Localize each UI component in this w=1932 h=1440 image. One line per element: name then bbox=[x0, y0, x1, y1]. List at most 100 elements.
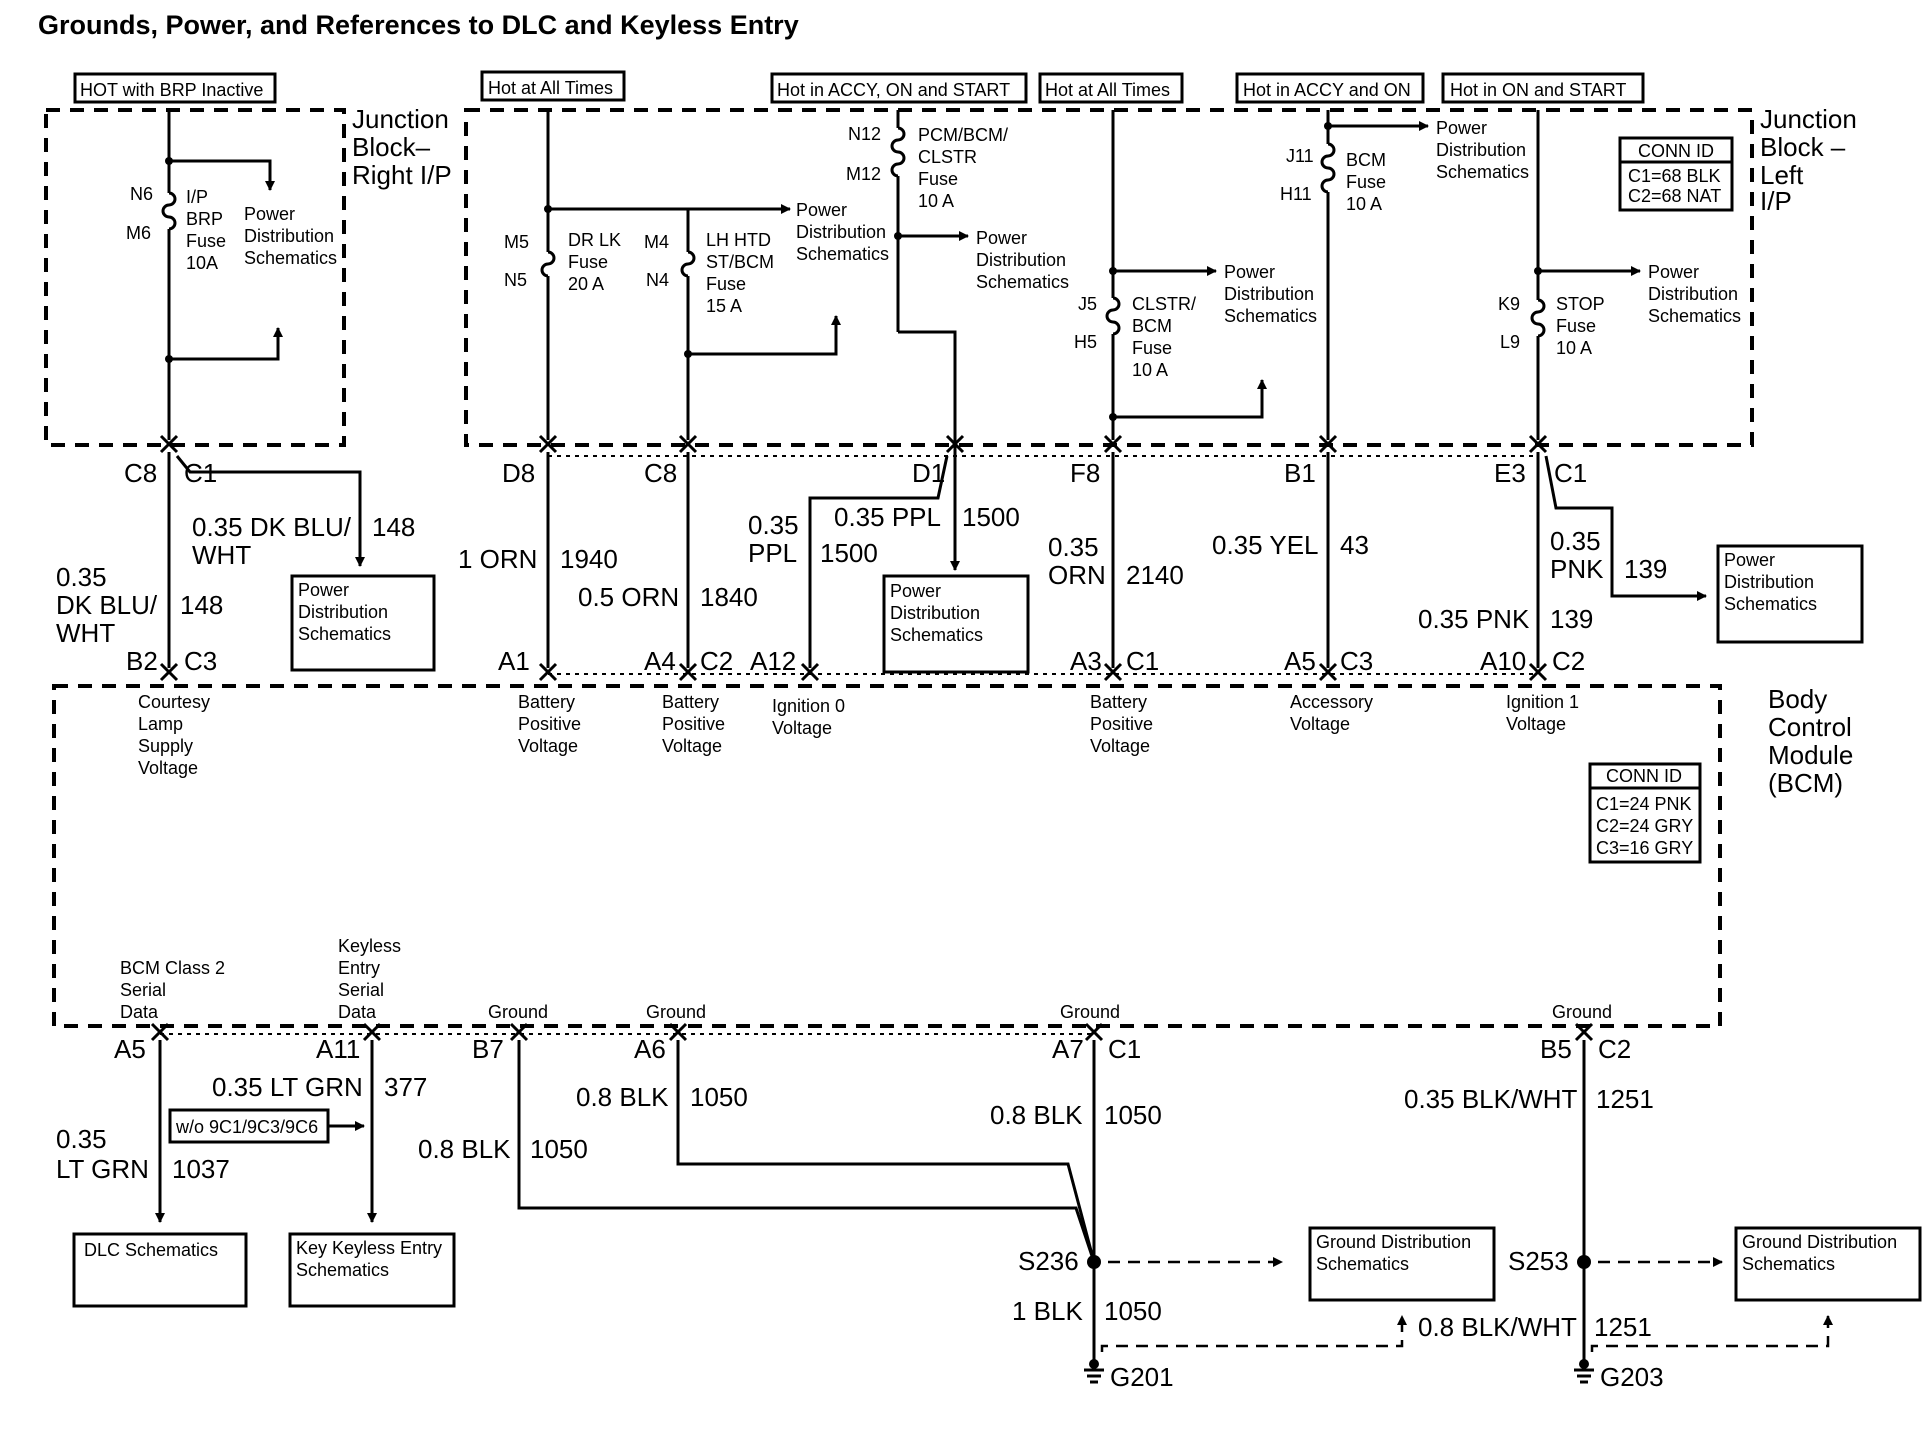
ref-keyless: Key Keyless Entry Schematics bbox=[288, 1232, 456, 1308]
circuit-lh-htd: M4 N4 LH HTD ST/BCM Fuse 15 A Power Dist… bbox=[644, 200, 889, 440]
svg-text:C3: C3 bbox=[184, 646, 217, 676]
svg-text:Distribution: Distribution bbox=[890, 603, 980, 623]
svg-text:M5: M5 bbox=[504, 232, 529, 252]
svg-text:C2=24 GRY: C2=24 GRY bbox=[1596, 816, 1693, 836]
svg-text:M4: M4 bbox=[644, 232, 669, 252]
circuit-bcm-fuse: J11 H11 BCM Fuse 10 A Power Distribution… bbox=[1280, 110, 1529, 440]
bcm-chevrons-top bbox=[159, 662, 1548, 682]
svg-text:Ground Distribution: Ground Distribution bbox=[1742, 1232, 1897, 1252]
splice-s253: S253 0.8 BLK/WHT 1251 bbox=[1418, 1246, 1833, 1362]
svg-text:0.8 BLK: 0.8 BLK bbox=[418, 1134, 511, 1164]
wire-1050-b7: 0.8 BLK 1050 bbox=[418, 1040, 1096, 1263]
bcm-input-ignition-1: Ignition 1 Voltage bbox=[1506, 692, 1579, 734]
ground-g201: G201 bbox=[1084, 1359, 1174, 1392]
svg-text:10 A: 10 A bbox=[918, 191, 954, 211]
svg-text:Key Keyless Entry: Key Keyless Entry bbox=[296, 1238, 442, 1258]
bcm-input-battery-a3: Battery Positive Voltage bbox=[1090, 692, 1153, 756]
svg-text:B7: B7 bbox=[472, 1034, 504, 1064]
svg-text:Module: Module bbox=[1768, 740, 1853, 770]
svg-text:43: 43 bbox=[1340, 530, 1369, 560]
svg-text:Hot at All Times: Hot at All Times bbox=[1045, 80, 1170, 100]
junction-block-right-outline bbox=[44, 108, 346, 447]
svg-text:Distribution: Distribution bbox=[298, 602, 388, 622]
svg-text:Block –: Block – bbox=[1760, 132, 1846, 162]
svg-text:N5: N5 bbox=[504, 270, 527, 290]
svg-text:H11: H11 bbox=[1280, 184, 1312, 204]
svg-text:Entry: Entry bbox=[338, 958, 380, 978]
junction-pin-labels: C8 C1 D8 C8 D1 F8 B1 E3 C1 bbox=[124, 458, 1587, 488]
bcm-chevrons-bottom bbox=[150, 1022, 1594, 1042]
svg-text:Power: Power bbox=[1224, 262, 1275, 282]
svg-text:2140: 2140 bbox=[1126, 560, 1184, 590]
svg-text:Ground: Ground bbox=[1060, 1002, 1120, 1022]
svg-text:A5: A5 bbox=[1284, 646, 1316, 676]
svg-text:BCM: BCM bbox=[1132, 316, 1172, 336]
svg-text:A1: A1 bbox=[498, 646, 530, 676]
svg-text:Power: Power bbox=[244, 204, 295, 224]
circuit-clstr-bcm: J5 H5 CLSTR/ BCM Fuse 10 A Power Distrib… bbox=[1074, 110, 1317, 440]
bcm-output-keyless: Keyless Entry Serial Data bbox=[338, 936, 401, 1022]
svg-text:Battery: Battery bbox=[1090, 692, 1147, 712]
svg-text:HOT with BRP Inactive: HOT with BRP Inactive bbox=[80, 80, 263, 100]
svg-text:J11: J11 bbox=[1286, 146, 1314, 166]
svg-text:Schematics: Schematics bbox=[244, 248, 337, 268]
svg-text:C1: C1 bbox=[1126, 646, 1159, 676]
header-hot-all-2: Hot at All Times bbox=[1038, 72, 1184, 104]
svg-text:Schematics: Schematics bbox=[1224, 306, 1317, 326]
svg-text:1940: 1940 bbox=[560, 544, 618, 574]
svg-text:Data: Data bbox=[338, 1002, 377, 1022]
svg-text:Power: Power bbox=[976, 228, 1027, 248]
bcm-input-accessory: Accessory Voltage bbox=[1290, 692, 1373, 734]
svg-text:1037: 1037 bbox=[172, 1154, 230, 1184]
header-brp: HOT with BRP Inactive bbox=[73, 72, 277, 104]
svg-text:0.35: 0.35 bbox=[1048, 532, 1099, 562]
bcm-bottom-pin-labels: A5 A11 B7 A6 A7 C1 B5 C2 bbox=[114, 1034, 1631, 1064]
svg-text:LH HTD: LH HTD bbox=[706, 230, 771, 250]
svg-text:Schematics: Schematics bbox=[890, 625, 983, 645]
svg-text:148: 148 bbox=[372, 512, 415, 542]
svg-text:N6: N6 bbox=[130, 184, 153, 204]
svg-text:1500: 1500 bbox=[820, 538, 878, 568]
svg-text:0.35 DK BLU/: 0.35 DK BLU/ bbox=[192, 512, 352, 542]
svg-text:Positive: Positive bbox=[662, 714, 725, 734]
svg-text:C2: C2 bbox=[700, 646, 733, 676]
bcm-input-ignition-0: Ignition 0 Voltage bbox=[772, 696, 845, 738]
bcm-input-battery-a4: Battery Positive Voltage bbox=[662, 692, 725, 756]
svg-text:I/P: I/P bbox=[186, 187, 208, 207]
svg-text:0.8 BLK/WHT: 0.8 BLK/WHT bbox=[1418, 1312, 1577, 1342]
svg-text:Serial: Serial bbox=[120, 980, 166, 1000]
svg-text:Power: Power bbox=[298, 580, 349, 600]
svg-text:BRP: BRP bbox=[186, 209, 223, 229]
svg-text:Schematics: Schematics bbox=[1436, 162, 1529, 182]
svg-text:Distribution: Distribution bbox=[1724, 572, 1814, 592]
svg-text:Ground: Ground bbox=[488, 1002, 548, 1022]
svg-text:Distribution: Distribution bbox=[976, 250, 1066, 270]
svg-text:139: 139 bbox=[1624, 554, 1667, 584]
svg-text:Voltage: Voltage bbox=[662, 736, 722, 756]
svg-text:WHT: WHT bbox=[192, 540, 251, 570]
wire-2140: 0.35 ORN 2140 bbox=[1048, 452, 1184, 668]
svg-text:G201: G201 bbox=[1110, 1362, 1174, 1392]
svg-text:Lamp: Lamp bbox=[138, 714, 183, 734]
wire-139: 0.35 PNK 139 0.35 PNK 139 bbox=[1418, 452, 1707, 668]
svg-text:Supply: Supply bbox=[138, 736, 193, 756]
header-accy-on: Hot in ACCY and ON bbox=[1235, 72, 1425, 104]
svg-text:0.35: 0.35 bbox=[56, 1124, 107, 1154]
ref-gnd-1: Ground Distribution Schematics bbox=[1308, 1226, 1496, 1302]
svg-text:CONN ID: CONN ID bbox=[1638, 141, 1714, 161]
svg-text:Fuse: Fuse bbox=[186, 231, 226, 251]
svg-text:CLSTR/: CLSTR/ bbox=[1132, 294, 1196, 314]
svg-text:B1: B1 bbox=[1284, 458, 1316, 488]
header-accy-on-start: Hot in ACCY, ON and START bbox=[770, 72, 1028, 104]
svg-text:A12: A12 bbox=[750, 646, 796, 676]
svg-text:Power: Power bbox=[1724, 550, 1775, 570]
pds-box-148: Power Distribution Schematics bbox=[290, 574, 436, 672]
svg-text:Hot in ACCY, ON and START: Hot in ACCY, ON and START bbox=[777, 80, 1010, 100]
svg-text:C2: C2 bbox=[1598, 1034, 1631, 1064]
svg-text:PNK: PNK bbox=[1550, 554, 1604, 584]
svg-text:Voltage: Voltage bbox=[1090, 736, 1150, 756]
svg-text:Left: Left bbox=[1760, 160, 1804, 190]
svg-text:Schematics: Schematics bbox=[1316, 1254, 1409, 1274]
svg-text:A11: A11 bbox=[316, 1034, 360, 1064]
svg-text:CLSTR: CLSTR bbox=[918, 147, 977, 167]
